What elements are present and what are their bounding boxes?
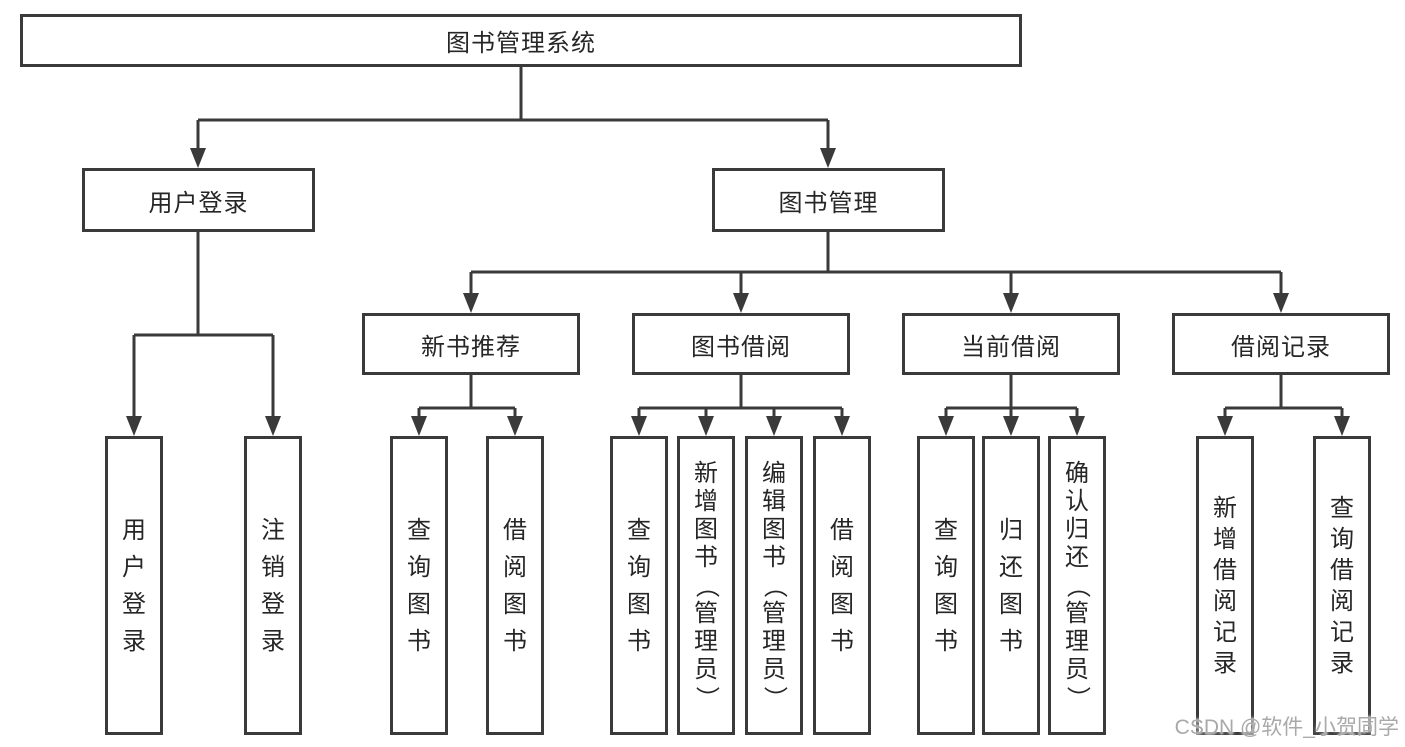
leaf-return-books: 归还图书 xyxy=(982,436,1040,735)
connector-root-to-level2 xyxy=(190,67,836,168)
leaf-confirm-return-admin: 确认归还（管理员） xyxy=(1048,436,1106,735)
leaf-add-books-admin: 新增图书（管理员） xyxy=(677,436,735,735)
arrowhead-icon xyxy=(463,293,479,313)
arrowhead-icon xyxy=(411,416,427,436)
leaf-add-borrow-record: 新增借阅记录 xyxy=(1196,436,1254,735)
connector-user-login-to-leaves xyxy=(126,232,281,436)
arrowhead-icon xyxy=(126,416,142,436)
node-user-login: 用户登录 xyxy=(82,168,315,232)
arrowhead-icon xyxy=(1334,416,1350,436)
leaf-borrow-books-recommend: 借阅图书 xyxy=(486,436,544,735)
node-library-system: 图书管理系统 xyxy=(20,14,1022,67)
arrowhead-icon xyxy=(1069,416,1085,436)
leaf-query-books-recommend: 查询图书 xyxy=(390,436,448,735)
connector-current-borrow-to-leaves xyxy=(938,375,1085,436)
leaf-edit-books-admin: 编辑图书（管理员） xyxy=(745,436,803,735)
node-new-book-recommend: 新书推荐 xyxy=(362,313,580,375)
connector-borrow-records-to-leaves xyxy=(1217,375,1350,436)
leaf-query-books-borrow: 查询图书 xyxy=(610,436,668,735)
node-current-borrow: 当前借阅 xyxy=(902,313,1120,375)
leaf-user-login: 用户登录 xyxy=(105,436,163,735)
connector-book-mgmt-to-level3 xyxy=(463,232,1289,313)
connector-new-books-to-leaves xyxy=(411,375,523,436)
arrowhead-icon xyxy=(1273,293,1289,313)
arrowhead-icon xyxy=(938,416,954,436)
arrowhead-icon xyxy=(190,148,206,168)
arrowhead-icon xyxy=(1003,416,1019,436)
leaf-logout: 注销登录 xyxy=(244,436,302,735)
arrowhead-icon xyxy=(265,416,281,436)
arrowhead-icon xyxy=(507,416,523,436)
arrowhead-icon xyxy=(631,416,647,436)
arrowhead-icon xyxy=(834,416,850,436)
node-book-borrow: 图书借阅 xyxy=(632,313,850,375)
connector-book-borrow-to-leaves xyxy=(631,375,850,436)
node-borrow-records: 借阅记录 xyxy=(1172,313,1390,375)
arrowhead-icon xyxy=(820,148,836,168)
node-book-management: 图书管理 xyxy=(712,168,945,232)
arrowhead-icon xyxy=(1217,416,1233,436)
leaf-query-borrow-record: 查询借阅记录 xyxy=(1313,436,1371,735)
arrowhead-icon xyxy=(1003,293,1019,313)
leaf-borrow-books: 借阅图书 xyxy=(813,436,871,735)
leaf-query-books-current: 查询图书 xyxy=(917,436,975,735)
csdn-watermark: CSDN @软件_小贺同学 xyxy=(1174,716,1399,739)
arrowhead-icon xyxy=(733,293,749,313)
arrowhead-icon xyxy=(766,416,782,436)
arrowhead-icon xyxy=(698,416,714,436)
